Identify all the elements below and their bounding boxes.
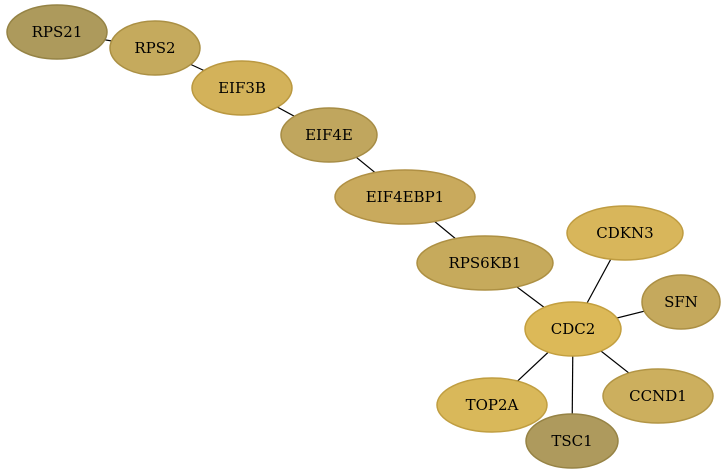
node-eif4e[interactable]: EIF4E [280,107,378,163]
node-label-eif3b: EIF3B [218,79,266,97]
node-cdc2[interactable]: CDC2 [524,301,622,357]
node-label-ccnd1: CCND1 [629,387,687,405]
node-ellipse-sfn[interactable] [641,274,721,330]
node-ellipse-ccnd1[interactable] [602,368,714,424]
node-ellipse-eif3b[interactable] [191,60,293,116]
node-label-cdkn3: CDKN3 [596,224,653,242]
node-label-sfn: SFN [664,293,698,311]
node-label-tsc1: TSC1 [551,432,592,450]
node-label-top2a: TOP2A [466,396,519,414]
node-rps21[interactable]: RPS21 [6,4,108,60]
node-eif4ebp1[interactable]: EIF4EBP1 [334,169,476,225]
node-tsc1[interactable]: TSC1 [525,413,619,469]
node-sfn[interactable]: SFN [641,274,721,330]
node-ellipse-rps2[interactable] [109,20,201,76]
node-label-eif4ebp1: EIF4EBP1 [366,188,444,206]
node-cdkn3[interactable]: CDKN3 [566,205,684,261]
node-ellipse-cdc2[interactable] [524,301,622,357]
node-label-rps21: RPS21 [32,23,83,41]
node-top2a[interactable]: TOP2A [436,377,548,433]
node-label-cdc2: CDC2 [551,320,596,338]
node-rps2[interactable]: RPS2 [109,20,201,76]
node-label-rps6kb1: RPS6KB1 [449,254,522,272]
node-ccnd1[interactable]: CCND1 [602,368,714,424]
node-ellipse-eif4e[interactable] [280,107,378,163]
node-rps6kb1[interactable]: RPS6KB1 [416,235,554,291]
node-ellipse-cdkn3[interactable] [566,205,684,261]
node-ellipse-rps21[interactable] [6,4,108,60]
node-eif3b[interactable]: EIF3B [191,60,293,116]
node-ellipse-tsc1[interactable] [525,413,619,469]
node-ellipse-top2a[interactable] [436,377,548,433]
node-label-eif4e: EIF4E [305,126,353,144]
node-ellipse-rps6kb1[interactable] [416,235,554,291]
node-ellipse-eif4ebp1[interactable] [334,169,476,225]
node-label-rps2: RPS2 [134,39,175,57]
